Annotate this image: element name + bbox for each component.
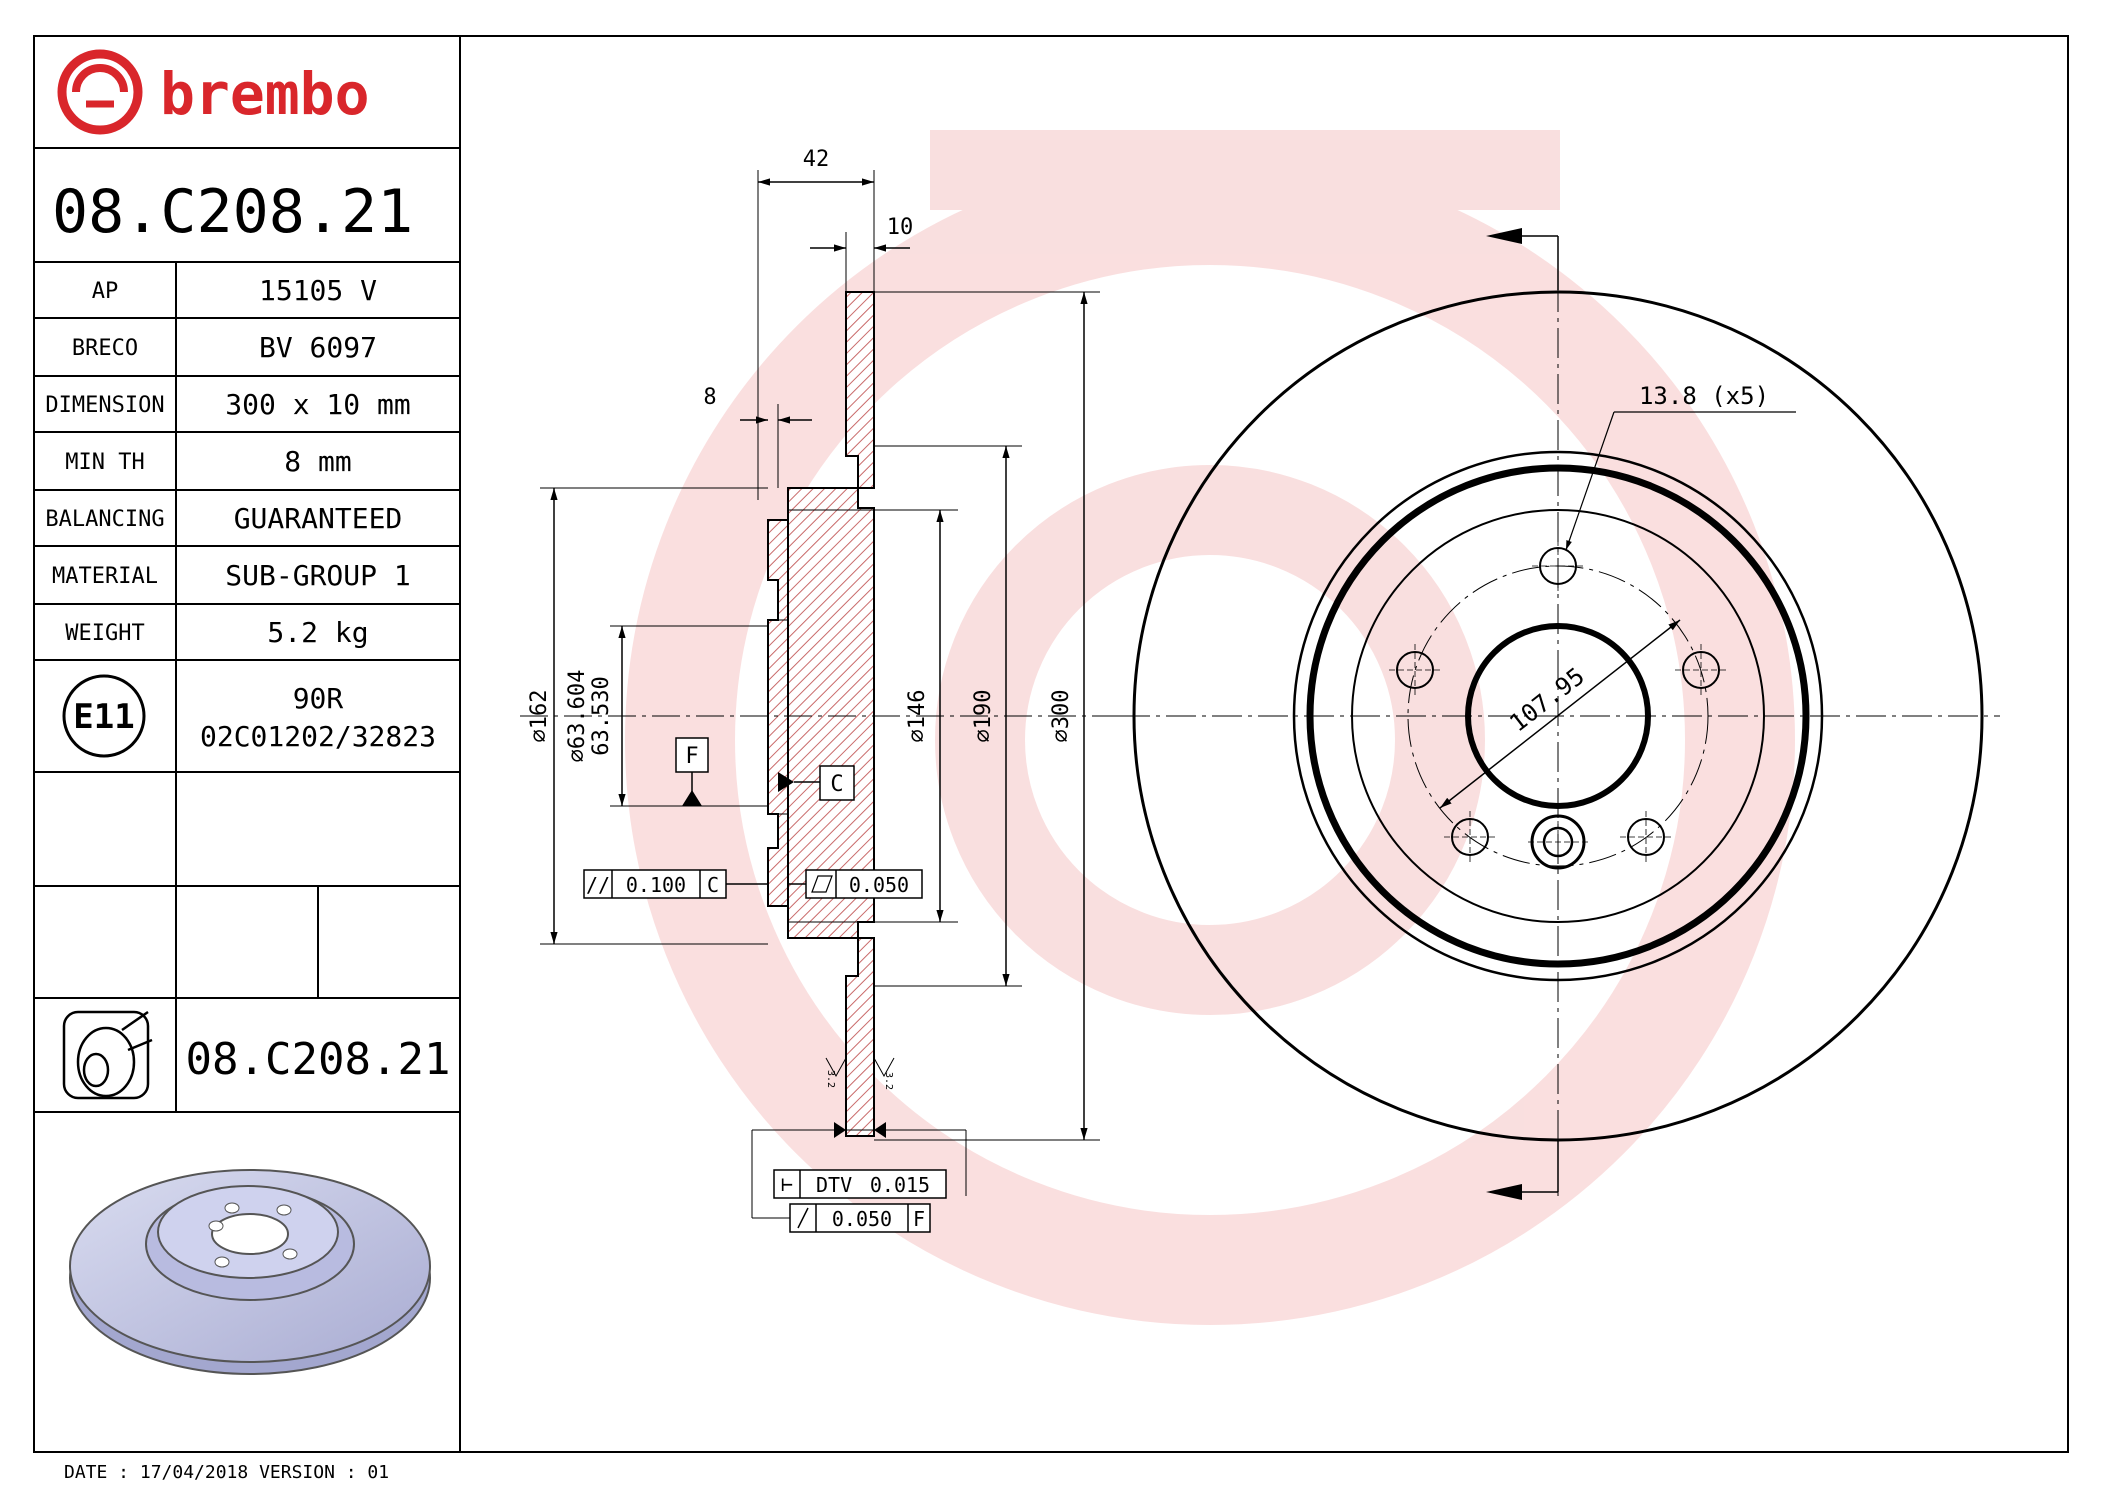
dim-d63-530: 63.530: [589, 676, 614, 755]
tolerance-flatness: 0.050: [788, 869, 923, 899]
dim-thickness: 10: [887, 215, 914, 240]
title-block-grid: [34, 147, 460, 1113]
part-number-title: 08.C208.21: [52, 177, 413, 247]
front-view: [1120, 228, 2000, 1200]
spec-label-breco: BRECO: [72, 336, 138, 361]
dim-overall-width: 42: [803, 147, 830, 172]
dim-d63-604: ⌀63.604: [565, 670, 590, 763]
svg-text:3.2: 3.2: [825, 1070, 836, 1088]
date-version: DATE : 17/04/2018 VERSION : 01: [64, 1462, 389, 1483]
dim-bolt-circle: 107.95: [1504, 662, 1590, 737]
datum-f: F: [685, 744, 698, 769]
spec-label-balancing: BALANCING: [45, 507, 164, 532]
tolerance-dtv: ⊢ DTV 0.015: [751, 1129, 967, 1218]
svg-text:3.2: 3.2: [883, 1072, 894, 1090]
homologation-line2: 02C01202/32823: [200, 720, 436, 753]
dim-d162: ⌀162: [527, 690, 552, 743]
dim-d146: ⌀146: [905, 690, 930, 743]
dim-d300: ⌀300: [1049, 690, 1074, 743]
spec-label-dimension: DIMENSION: [45, 393, 164, 418]
tolerance-parallel: // 0.100 C: [583, 869, 768, 899]
section-view: 42 10 8 ⌀162 ⌀63.604 63.530 ⌀146 ⌀190: [520, 147, 1120, 1233]
spec-value-material: SUB-GROUP 1: [225, 559, 410, 592]
e-mark-label: E11: [73, 697, 134, 737]
spec-value-breco: BV 6097: [259, 331, 377, 364]
homologation-line1: 90R: [293, 682, 344, 715]
brembo-logo: brembo: [57, 49, 370, 135]
footer-part-number: 08.C208.21: [186, 1034, 451, 1085]
svg-text:0.100: 0.100: [626, 873, 686, 897]
sheet-border: [33, 35, 2069, 1453]
tolerance-runout: 0.050 F: [752, 1203, 931, 1233]
spec-label-material: MATERIAL: [52, 564, 158, 589]
svg-text://: //: [586, 873, 610, 897]
svg-text:C: C: [707, 873, 719, 897]
disc-render-image: [69, 1169, 431, 1375]
svg-text:0.015: 0.015: [870, 1173, 930, 1197]
spec-value-balancing: GUARANTEED: [234, 502, 403, 535]
spec-value-dimension: 300 x 10 mm: [225, 388, 410, 421]
spec-label-weight: WEIGHT: [65, 621, 144, 646]
e-mark-circle: [62, 674, 146, 758]
svg-text:0.050: 0.050: [832, 1207, 892, 1231]
spec-label-ap: AP: [92, 279, 119, 304]
disc-outline-icon: [62, 1010, 153, 1100]
svg-text:F: F: [913, 1207, 925, 1231]
dim-min-thickness: 8: [703, 385, 716, 410]
spec-label-minth: MIN TH: [65, 450, 144, 475]
dim-holes: 13.8 (x5): [1639, 382, 1769, 410]
svg-text:0.050: 0.050: [849, 873, 909, 897]
spec-table: AP 15105 V BRECO BV 6097 DIMENSION 300 x…: [45, 274, 410, 649]
svg-text:DTV: DTV: [816, 1173, 852, 1197]
svg-text:⊢: ⊢: [781, 1172, 793, 1196]
spec-value-weight: 5.2 kg: [267, 616, 368, 649]
brand-name: brembo: [160, 60, 370, 128]
dim-d190: ⌀190: [971, 690, 996, 743]
datum-c: C: [830, 772, 843, 797]
homologation: E11 90R 02C01202/32823: [62, 674, 436, 758]
spec-value-minth: 8 mm: [284, 445, 351, 478]
spec-value-ap: 15105 V: [259, 274, 377, 307]
